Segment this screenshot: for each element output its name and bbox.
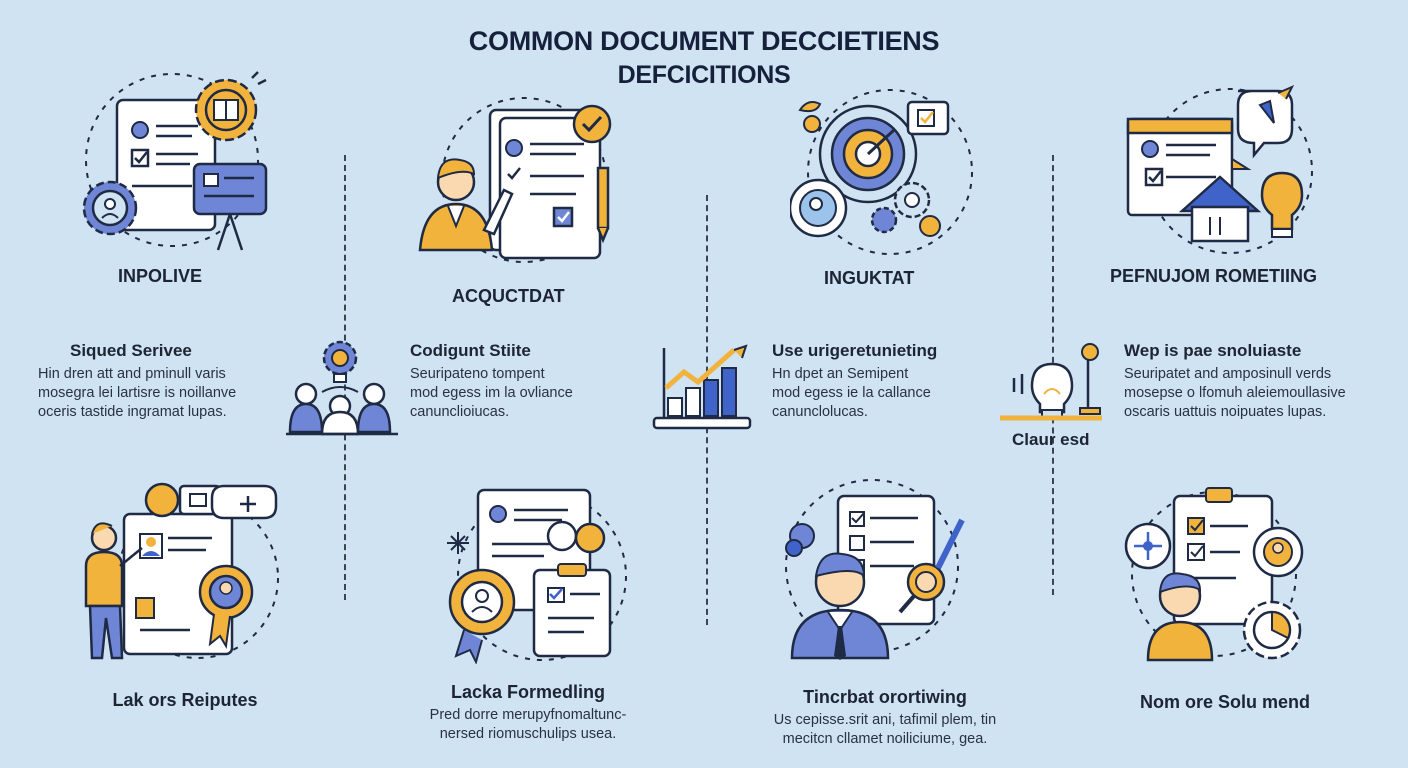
- document-clipboard-award-icon: [447, 488, 627, 664]
- bottom-caption-1: Lak ors Reiputes: [60, 690, 310, 714]
- target-gears-icon: [790, 89, 973, 255]
- mid-block-3-heading: Use urigeretunieting: [772, 341, 938, 360]
- mid-block-1: Siqued Serivee Hin dren att and pminull …: [38, 341, 236, 422]
- bottom-caption-2-line-1: Pred dorre merupyfnomaltunc-: [429, 707, 627, 723]
- document-house-bulb-icon: [1126, 85, 1313, 254]
- bottom-caption-3: Tincrbat orortiwing Us cepisse.srit ani,…: [740, 687, 1030, 749]
- mid-icon-label: Claur esd: [1012, 430, 1090, 449]
- bottom-caption-2-line-2: nersed riomuschulips usea.: [439, 726, 617, 742]
- mid-block-1-line-2: mosegra lei lartisre is noillanve: [38, 385, 237, 401]
- bottom-caption-2-heading: Lacka Formedling: [450, 682, 606, 702]
- bottom-caption-3-heading: Tincrbat orortiwing: [803, 687, 967, 707]
- person-document-badge-icon: [84, 482, 279, 660]
- lightbulb-switch-icon: [1000, 343, 1102, 421]
- top-label-1: INPOLIVE: [118, 266, 203, 286]
- growth-chart-icon: [652, 344, 752, 430]
- bottom-caption-4: Nom ore Solu mend: [1100, 692, 1350, 716]
- document-gear-icon: [82, 71, 268, 251]
- mid-block-4-heading: Wep is pae snoluiaste: [1124, 341, 1302, 360]
- mid-block-4-line-3: oscaris uattuis noipuates lupas.: [1124, 404, 1327, 420]
- top-label-4: PEFNUJOM ROMETIING: [1110, 266, 1318, 286]
- person-clipboard-gear-icon: [1124, 487, 1304, 662]
- bottom-caption-3-line-1: Us cepisse.srit ani, tafimil plem, tin: [773, 712, 997, 728]
- top-label-2: ACQUCTDAT: [452, 286, 565, 306]
- page-subtitle: DEFCICITIONS: [617, 61, 791, 89]
- bottom-caption-1-heading: Lak ors Reiputes: [112, 690, 258, 710]
- mid-block-3-line-1: Hn dpet an Semipent: [772, 366, 909, 382]
- mid-block-1-line-1: Hin dren att and pminull varis: [38, 366, 226, 382]
- mid-block-3-line-3: canunclolucas.: [772, 404, 868, 420]
- bottom-caption-2: Lacka Formedling Pred dorre merupyfnomal…: [380, 682, 676, 744]
- mid-block-2-line-3: canunclioiucas.: [410, 404, 510, 420]
- bottom-caption-3-line-2: mecitcn cllamet noiliciume, gea.: [782, 731, 988, 747]
- mid-block-4: Wep is pae snoluiaste Seuripatet and amp…: [1124, 341, 1346, 422]
- team-bulb-icon: [286, 340, 398, 436]
- mid-block-3: Use urigeretunieting Hn dpet an Semipent…: [772, 341, 937, 422]
- bottom-caption-4-heading: Nom ore Solu mend: [1139, 692, 1310, 712]
- mid-block-4-line-2: mosepse o lfomuh aleiemoullasive: [1124, 385, 1346, 401]
- page-title: COMMON DOCUMENT DECCIETIENS: [468, 26, 940, 56]
- document-checklist-person-icon: [418, 97, 612, 263]
- top-label-3: INGUKTAT: [824, 268, 915, 288]
- mid-block-1-line-3: oceris tastide ingramat lupas.: [38, 404, 227, 420]
- mid-block-2-heading: Codigunt Stiite: [410, 341, 531, 360]
- mid-block-3-line-2: mod egess ie la callance: [772, 385, 931, 401]
- person-magnifier-document-icon: [785, 479, 965, 660]
- mid-block-2: Codigunt Stiite Seuripateno tompent mod …: [410, 341, 573, 422]
- mid-block-2-line-1: Seuripateno tompent: [410, 366, 545, 382]
- mid-block-2-line-2: mod egess im la ovliance: [410, 385, 573, 401]
- mid-block-4-line-1: Seuripatet and amposinull verds: [1124, 366, 1332, 382]
- mid-block-1-heading: Siqued Serivee: [70, 341, 192, 360]
